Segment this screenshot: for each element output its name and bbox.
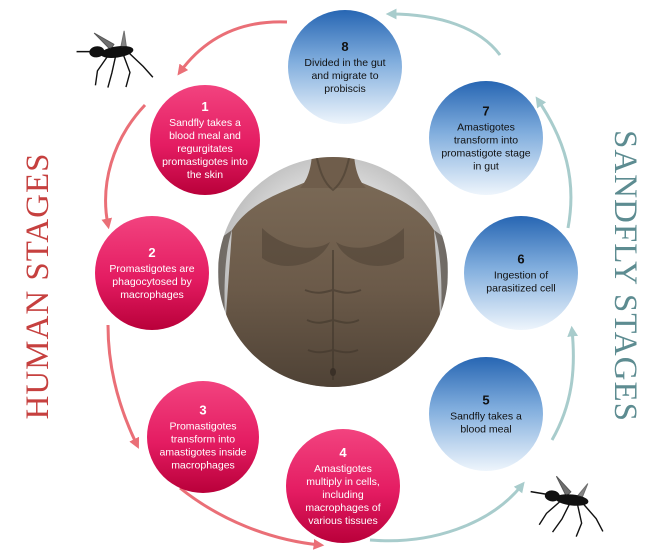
stage-number: 4 [339, 445, 347, 460]
mosquito-icon [526, 474, 608, 540]
stage-description-line: macrophages of [305, 502, 380, 514]
stage-description-line: blood meal and [169, 130, 241, 142]
arrow-stage-6-to-7 [538, 100, 571, 228]
stage-description-line: Promastigotes [169, 421, 236, 433]
sandfly-stages-title: SANDFLY STAGES [607, 130, 643, 422]
stage-number: 7 [482, 104, 489, 119]
stage-description-line: promastigotes into [162, 156, 248, 168]
stage-description-line: blood meal [460, 424, 511, 436]
stage-description-line: Sandfly takes a [450, 411, 522, 423]
stage-number: 3 [199, 403, 206, 418]
stage-description-line: probiscis [324, 83, 365, 95]
stage-description-line: multiply in cells, [306, 476, 380, 488]
human-torso-image [218, 150, 448, 400]
arrow-stage-2-to-3 [108, 325, 137, 445]
stage-description-line: macrophages [120, 289, 184, 301]
arrow-stage-7-to-8 [390, 14, 500, 55]
stage-description-line: Ingestion of [494, 270, 548, 282]
stage-number: 1 [201, 99, 208, 114]
stage-description-line: phagocytosed by [112, 276, 192, 288]
arrow-mosquito-to-stage-1 [180, 22, 287, 72]
stage-description-line: transform into [171, 434, 235, 446]
stage-description-line: promastigote stage [441, 148, 530, 160]
stage-description-line: macrophages [171, 460, 235, 472]
stage-number: 2 [148, 245, 155, 260]
stage-description-line: Divided in the gut [304, 57, 385, 69]
stage-description-line: including [322, 489, 364, 501]
stage-description-line: in gut [473, 161, 499, 173]
stage-description-line: transform into [454, 135, 518, 147]
mosquito-icon [74, 26, 153, 93]
stage-description-line: amastigotes inside [160, 447, 247, 459]
stage-description-line: parasitized cell [486, 283, 555, 295]
stage-description-line: Sandfly takes a [169, 117, 241, 129]
stage-description-line: the skin [187, 169, 223, 181]
stage-number: 8 [341, 39, 348, 54]
stage-description-line: and migrate to [311, 70, 378, 82]
stage-description-line: Amastigotes [457, 122, 515, 134]
stage-description-line: Amastigotes [314, 463, 372, 475]
human-stages-title: HUMAN STAGES [20, 153, 56, 420]
stage-description-line: regurgitates [177, 143, 232, 155]
stage-number: 6 [517, 252, 524, 267]
stage-number: 5 [482, 393, 489, 408]
arrow-stage-5-to-6 [552, 330, 573, 440]
arrow-stage-1-to-2 [106, 105, 145, 225]
stage-description-line: various tissues [308, 515, 377, 527]
stage-description-line: Promastigotes are [109, 263, 194, 275]
